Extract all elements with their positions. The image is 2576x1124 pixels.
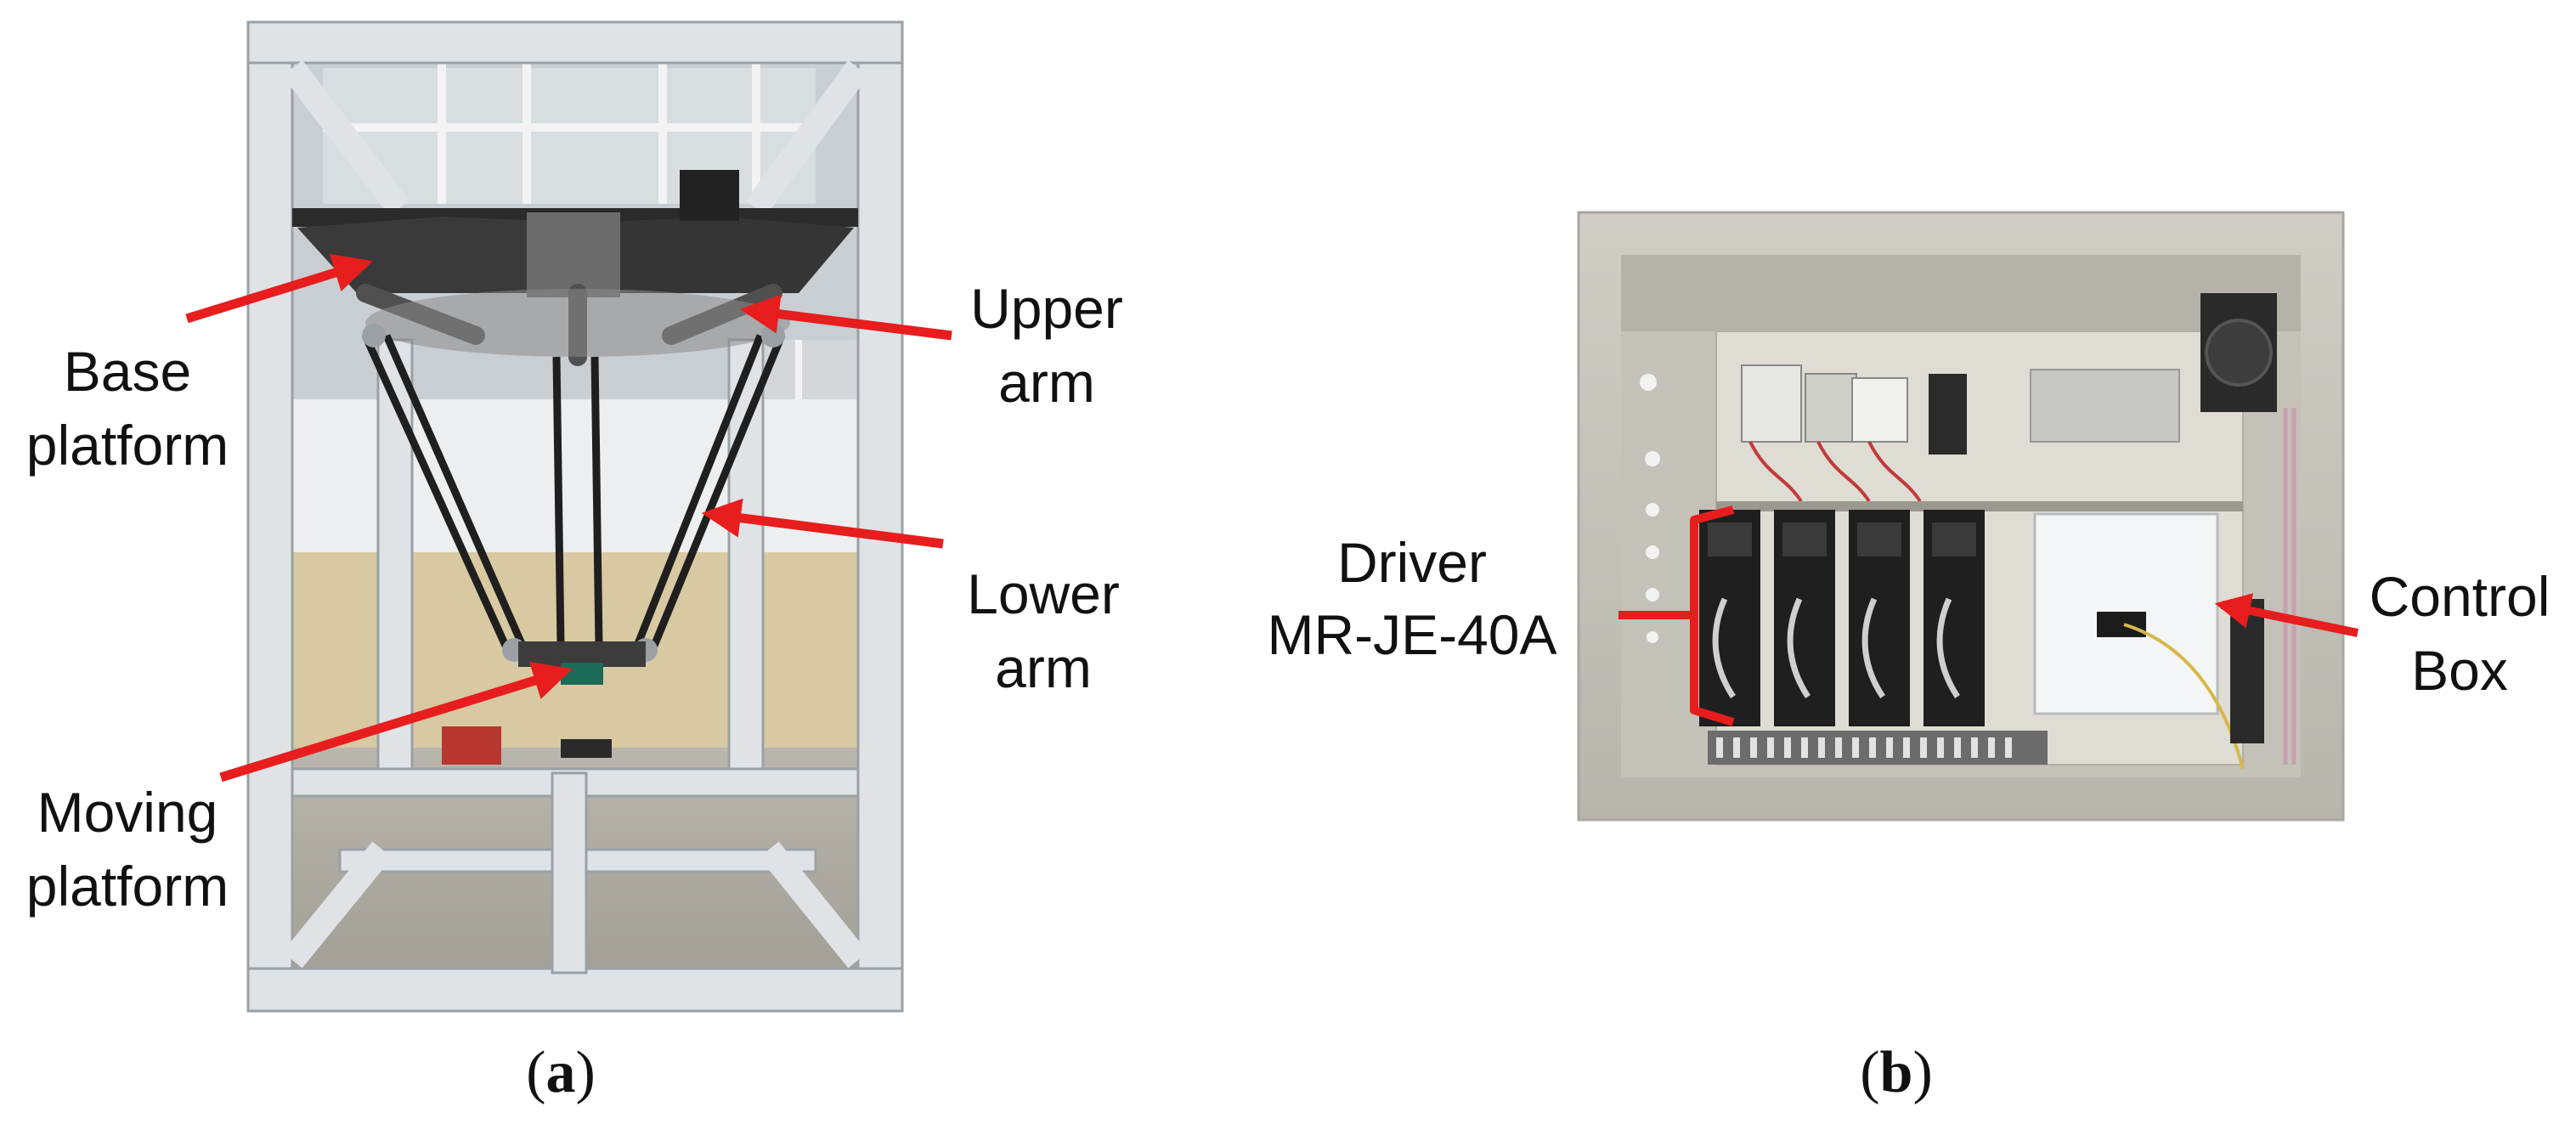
driver-bracket [1618, 506, 1735, 726]
panel-a-annotations: Base platform Upper arm Lower arm Moving… [26, 253, 1123, 918]
moving-platform-label-line2: platform [26, 855, 229, 918]
caption-a: (a) [526, 1040, 596, 1105]
driver-label-line2: MR-JE-40A [1267, 603, 1556, 666]
delta-robot-photo [246, 20, 904, 1013]
moving-platform-arrow [219, 661, 573, 782]
base-platform-label-line2: platform [26, 414, 229, 477]
control-cabinet-photo [1577, 211, 2345, 822]
lower-arm-arrow [701, 498, 944, 549]
base-platform-arrow [185, 253, 373, 324]
panel-b-annotations: Driver MR-JE-40A Control Box [1267, 506, 2551, 726]
lower-arm-label-line2: arm [995, 636, 1092, 699]
moving-platform-label-line1: Moving [37, 781, 218, 844]
caption-b: (b) [1860, 1040, 1933, 1105]
base-platform-label-line1: Base [64, 340, 191, 403]
control-box-arrow [2214, 593, 2359, 637]
control-box-label-line1: Control [2370, 565, 2551, 628]
upper-arm-label-line2: arm [998, 351, 1095, 414]
upper-arm-label-line1: Upper [970, 277, 1123, 340]
lower-arm-label-line1: Lower [967, 562, 1120, 625]
driver-label-line1: Driver [1337, 531, 1487, 594]
upper-arm-arrow [739, 294, 952, 341]
control-box-label-line2: Box [2411, 639, 2508, 702]
